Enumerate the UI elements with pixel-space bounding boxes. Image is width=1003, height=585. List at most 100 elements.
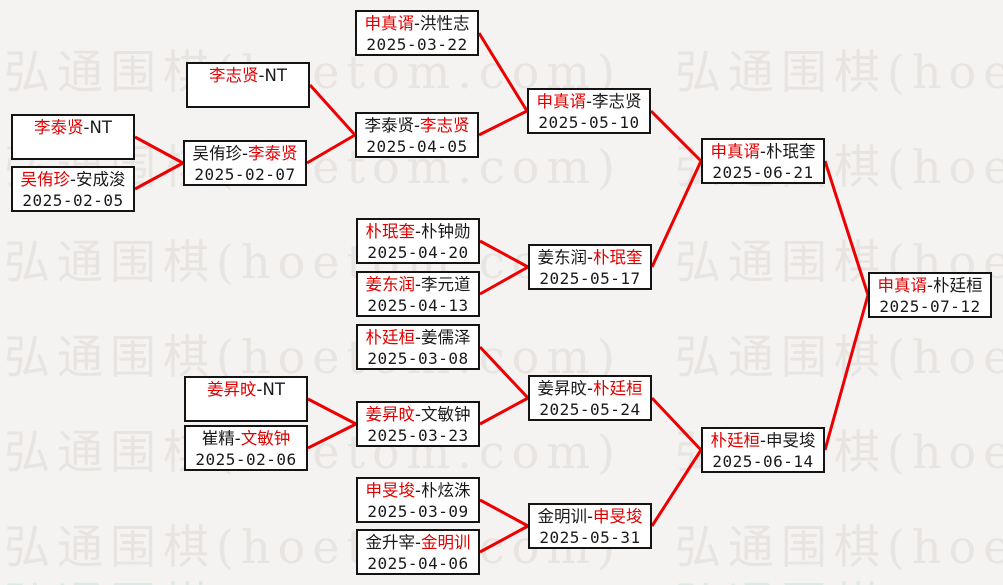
match-players: 李泰贤-NT [13,117,133,138]
vs-dash: - [415,405,421,424]
connector-13 [307,397,357,426]
player-b-name: 朴钟勋 [420,222,471,241]
match-players: 吴侑珍-李泰贤 [185,143,305,164]
player-a-name: 申真谞 [364,14,415,33]
match-date: 2025-02-06 [195,450,297,469]
vs-dash: - [234,429,241,448]
player-b-name: 朴廷桓 [932,276,983,295]
player-b-name: 文敏钟 [240,429,291,448]
match-players: 李泰贤-李志贤 [357,115,477,136]
player-b-name: 朴珉奎 [765,142,816,161]
connector-10 [479,265,529,296]
player-b-name: 申旻埈 [765,431,816,450]
player-b-name: 文敏钟 [420,405,471,424]
connector-6 [478,109,528,137]
match-date: 2025-02-05 [22,191,124,210]
player-a-name: 申旻埈 [365,481,416,500]
match-date: 2025-03-08 [367,349,469,368]
match-date: 2025-02-07 [194,165,296,184]
match-date: 2025-04-05 [366,137,468,156]
vs-dash: - [415,328,421,347]
connector-11 [478,345,530,400]
player-b-name: NT [89,118,112,137]
player-b-name: 朴廷桓 [592,379,643,398]
match-box-14[interactable]: 姜昇旼-NT [184,376,308,422]
match-date: 2025-04-06 [367,554,469,573]
connector-2 [134,161,184,191]
player-a-name: 姜东润 [365,275,416,294]
player-b-name: 李志贤 [419,116,470,135]
connector-15 [650,396,703,452]
player-b-name: 李泰贤 [247,144,298,163]
vs-dash: - [414,14,420,33]
player-a-name: 金升宰 [365,533,416,552]
match-players: 申真谞-洪性志 [357,13,477,34]
player-b-name: 朴炫洙 [420,481,471,500]
match-players: 姜东润-李元道 [358,274,478,295]
match-date: 2025-05-31 [539,528,641,547]
vs-dash: - [256,380,263,399]
player-a-name: 朴廷桓 [365,328,416,347]
match-date: 2025-05-24 [539,400,641,419]
player-a-name: 李泰贤 [364,116,415,135]
match-players: 吴侑珍-安成浚 [13,169,133,190]
watermark-row-6: 弘通围棋(hoetom.com) 弘通围棋(hoetom.com) [4,520,1003,574]
connector-5 [477,32,529,112]
match-players: 姜昇旼-文敏钟 [358,404,478,425]
match-players: 朴廷桓-申旻埈 [703,430,823,451]
watermark-row-5: 弘通围棋(hoetom.com) 弘通围棋(hoetom.com) [4,425,1003,479]
watermark-row-7: 弘通围棋(hoetom.com) 弘通围棋(hoetom.com) [4,568,1003,585]
player-b-name: 朴珉奎 [592,248,643,267]
match-players: 崔精-文敏钟 [186,428,306,449]
player-b-name: 李志贤 [591,92,642,111]
vs-dash: - [415,222,421,241]
vs-dash: - [70,170,76,189]
vs-dash: - [587,379,593,398]
match-date: 2025-04-13 [367,296,469,315]
connector-17 [479,498,529,528]
player-a-name: 吴侑珍 [20,170,71,189]
match-players: 姜昇旼-朴廷桓 [530,378,650,399]
match-date: 2025-03-22 [366,35,468,54]
match-players: 朴珉奎-朴钟勋 [358,221,478,242]
player-b-name: 金明训 [420,533,471,552]
match-box-2[interactable]: 李志贤-NT [186,62,310,108]
player-a-name: 姜昇旼 [365,405,416,424]
vs-dash: - [415,275,421,294]
match-players: 朴廷桓-姜儒泽 [358,327,478,348]
player-a-name: 申真谞 [536,92,587,111]
match-players: 金明训-申旻埈 [530,506,650,527]
player-a-name: 朴廷桓 [710,431,761,450]
connector-4 [306,133,356,165]
player-a-name: 吴侑珍 [192,144,243,163]
connector-14 [307,422,357,450]
player-a-name: 李志贤 [209,66,259,85]
vs-dash: - [586,92,592,111]
vs-dash: - [415,481,421,500]
connector-19 [823,160,870,296]
player-a-name: 朴珉奎 [365,222,416,241]
player-a-name: 姜昇旼 [207,380,257,399]
match-box-3[interactable]: 李泰贤-NT [11,114,135,160]
connector-20 [823,294,870,451]
connector-16 [650,449,703,527]
